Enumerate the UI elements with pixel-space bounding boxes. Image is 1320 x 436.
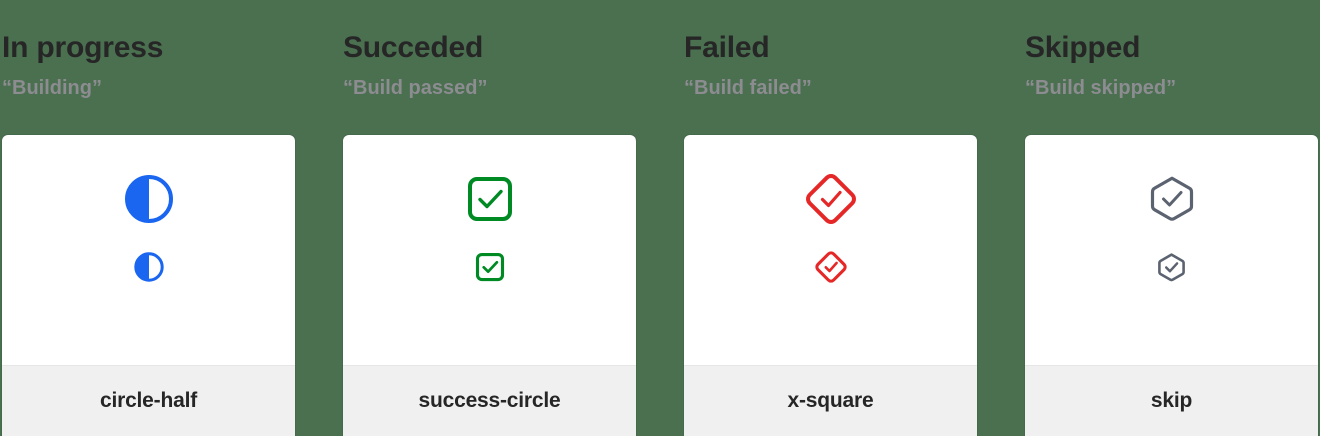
status-column-in-progress: In progress “Building” xyxy=(2,0,295,436)
card-footer: success-circle xyxy=(343,365,636,436)
column-title: In progress xyxy=(2,31,164,64)
success-circle-icon xyxy=(462,171,518,227)
card-footer: skip xyxy=(1025,365,1318,436)
column-subtitle: “Build failed” xyxy=(684,77,812,100)
column-title: Succeded xyxy=(343,31,484,64)
circle-half-icon-small xyxy=(133,251,165,283)
column-header: Skipped “Build skipped” xyxy=(1025,0,1318,99)
column-header: Succeded “Build passed” xyxy=(343,0,636,99)
column-title: Failed xyxy=(684,31,770,64)
status-column-failed: Failed “Build failed” xyxy=(684,0,977,436)
column-title: Skipped xyxy=(1025,31,1141,64)
icon-card: skip xyxy=(1025,135,1318,436)
success-circle-icon-small xyxy=(474,251,506,283)
column-subtitle: “Build skipped” xyxy=(1025,77,1177,100)
icon-name-label: x-square xyxy=(787,389,874,412)
status-column-skipped: Skipped “Build skipped” xyxy=(1025,0,1318,436)
skip-icon xyxy=(1144,171,1200,227)
skip-icon-small xyxy=(1156,251,1188,283)
column-subtitle: “Build passed” xyxy=(343,77,488,100)
x-square-icon xyxy=(803,171,859,227)
icon-preview-area xyxy=(2,135,295,365)
x-square-icon-small xyxy=(814,251,847,284)
icon-name-label: success-circle xyxy=(418,389,561,412)
icon-preview-area xyxy=(684,135,977,365)
icon-name-label: circle-half xyxy=(99,389,197,412)
status-column-succeded: Succeded “Build passed” xyxy=(343,0,636,436)
icon-name-label: skip xyxy=(1150,389,1193,412)
column-subtitle: “Building” xyxy=(2,77,102,100)
icon-card: success-circle xyxy=(343,135,636,436)
icon-preview-area xyxy=(1025,135,1318,365)
icon-preview-area xyxy=(343,135,636,365)
column-header: In progress “Building” xyxy=(2,0,295,99)
icon-card: circle-half xyxy=(2,135,295,436)
column-header: Failed “Build failed” xyxy=(684,0,977,99)
circle-half-icon xyxy=(121,171,177,227)
card-footer: circle-half xyxy=(2,365,295,436)
card-footer: x-square xyxy=(684,365,977,436)
icon-card: x-square xyxy=(684,135,977,436)
